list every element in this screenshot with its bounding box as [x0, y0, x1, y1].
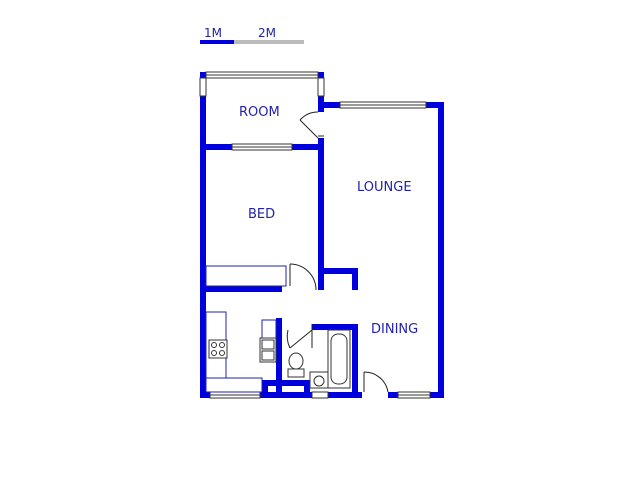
door-gap-room — [318, 112, 324, 138]
scale-bar: 1M 2M — [200, 26, 304, 44]
bathtub-icon — [327, 329, 351, 389]
window-kitchen-bottom — [209, 391, 261, 399]
room-labels: ROOM LOUNGE BED DINING — [239, 105, 418, 337]
doors — [286, 111, 389, 393]
bed-cupboard — [205, 265, 287, 287]
window-room-left — [199, 77, 207, 97]
door-openings — [282, 112, 388, 398]
cupboard-outline — [205, 265, 287, 287]
wall-stub-horizontal — [318, 268, 358, 274]
room-label-lounge: LOUNGE — [357, 180, 412, 195]
kitchen — [205, 311, 277, 393]
kitchen-counter-bottom — [205, 377, 263, 393]
wall-bottom-bump-top — [262, 380, 310, 386]
wall-bath-dining — [352, 324, 358, 398]
window-room-top — [205, 71, 319, 79]
window-room-bottom — [231, 143, 293, 151]
scale-label-1m: 1M — [204, 26, 222, 40]
door-gap-front — [362, 392, 388, 398]
door-gap-bath — [282, 324, 312, 330]
room-label-bed: BED — [248, 207, 275, 222]
door-front — [363, 371, 389, 393]
windows — [199, 71, 431, 399]
door-room — [299, 111, 324, 139]
wall-left — [200, 72, 206, 398]
room-label-room: ROOM — [239, 105, 280, 120]
wall-bath-top — [312, 324, 358, 330]
toilet-icon — [287, 352, 305, 378]
scale-segment-2m — [234, 40, 304, 44]
wall-bed-lounge — [318, 138, 324, 290]
window-bath-bottom — [311, 391, 329, 399]
wall-stub-vertical — [352, 268, 358, 290]
stove-icon — [208, 339, 228, 359]
door-bed — [289, 263, 317, 291]
scale-label-2m: 2M — [258, 26, 276, 40]
sink-icon — [259, 337, 277, 363]
window-dining-bottom — [397, 391, 431, 399]
bathroom — [287, 329, 351, 389]
door-gap-bed — [282, 286, 318, 292]
wall-bottom-bump-left — [262, 380, 268, 398]
window-lounge-top — [339, 101, 427, 109]
window-room-right — [317, 77, 325, 97]
scale-segment-1m — [200, 40, 234, 44]
wall-right — [438, 102, 444, 398]
wall-bed-kitchen — [200, 286, 282, 292]
door-bath — [286, 324, 313, 349]
wall-bottom-bump-right — [304, 380, 310, 398]
wall-kitchen-bath — [276, 318, 282, 398]
room-label-dining: DINING — [371, 322, 418, 337]
basin-icon — [309, 371, 329, 389]
